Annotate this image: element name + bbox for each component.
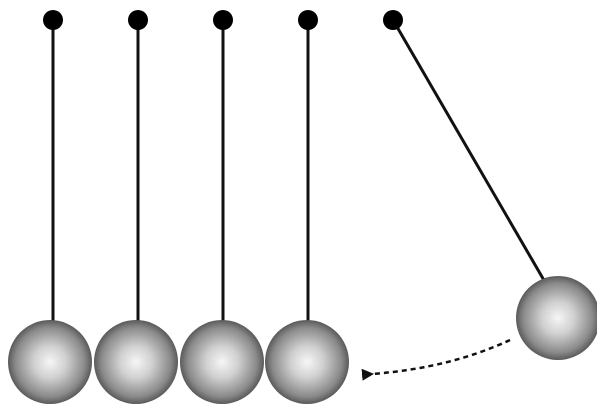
ball-1 [8,320,92,404]
pivot-2 [128,10,148,30]
ball-3 [180,320,264,404]
motion-arrow [361,338,511,381]
ball-5-raised [516,276,597,360]
pivot-3 [213,10,233,30]
pivot-4 [298,10,318,30]
pivot-5 [383,10,403,30]
pivot-1 [43,10,63,30]
ball-4 [265,320,349,404]
pendulum-string-5 [391,19,547,283]
ball-2 [94,320,178,404]
